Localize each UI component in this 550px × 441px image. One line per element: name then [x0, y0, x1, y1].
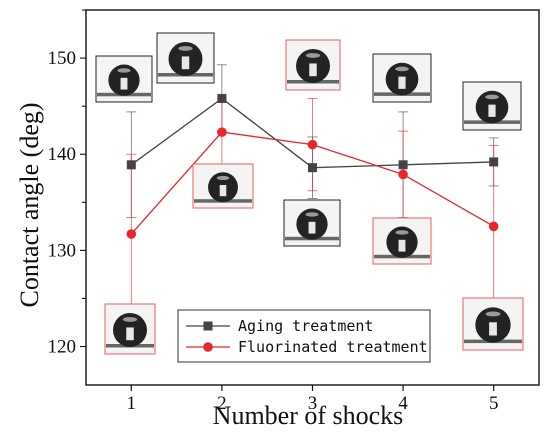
droplet-reflection: [216, 175, 230, 181]
data-point-fluorinated: [398, 169, 408, 180]
droplet-reflection: [395, 230, 409, 235]
x-tick-label: 4: [398, 393, 408, 414]
data-point-fluorinated: [488, 221, 499, 232]
droplet-highlight: [489, 322, 497, 336]
x-tick-label: 5: [489, 393, 499, 414]
droplet-reflection: [305, 53, 321, 58]
legend-label-aging: Aging treatment: [238, 317, 373, 335]
droplet-highlight: [126, 327, 134, 341]
droplet-highlight: [309, 63, 317, 77]
droplet-highlight: [219, 184, 227, 197]
legend-box: [177, 309, 431, 363]
droplet-photo-inset: [372, 53, 432, 103]
legend-marker-aging: [203, 321, 213, 331]
droplet-photo-inset: [285, 39, 341, 91]
y-tick-label: 150: [48, 48, 77, 69]
droplet-reflection: [178, 46, 193, 51]
axis-ticks: 1 2 3 4 5 120 130 140 150: [48, 9, 499, 414]
droplet-photo-inset: [372, 217, 432, 265]
legend-label-fluorinated: Fluorinated treatment: [238, 338, 428, 356]
droplet-reflection: [117, 68, 131, 73]
droplet-reflection: [485, 311, 501, 317]
droplet-photos: [95, 32, 524, 355]
x-tick-label: 2: [217, 393, 227, 414]
droplet-reflection: [122, 317, 138, 322]
droplet-reflection: [395, 66, 409, 72]
droplet-photo-inset: [104, 303, 156, 355]
y-axis-title: Contact angle (deg): [15, 102, 44, 307]
data-point-fluorinated: [126, 229, 137, 239]
data-point-aging: [126, 160, 136, 170]
droplet-reflection: [485, 94, 499, 100]
data-point-aging: [398, 160, 408, 170]
droplet-highlight: [308, 221, 316, 234]
data-point-fluorinated: [307, 139, 318, 150]
droplet-highlight: [398, 239, 406, 252]
legend: Aging treatment Fluorinated treatment: [177, 309, 431, 363]
y-tick-label: 140: [48, 144, 77, 165]
droplet-highlight: [181, 56, 190, 70]
data-point-aging: [308, 163, 317, 173]
x-axis-title: Number of shocks: [213, 401, 404, 430]
plot-layer: [126, 64, 499, 315]
y-tick-label: 130: [48, 240, 77, 261]
droplet-photo-inset: [95, 55, 153, 103]
x-tick-label: 1: [127, 393, 137, 414]
data-point-aging: [217, 93, 227, 103]
droplet-reflection: [305, 212, 319, 217]
droplet-photo-inset: [462, 81, 522, 131]
droplet-highlight: [398, 76, 406, 89]
droplet-photo-inset: [462, 297, 524, 351]
droplet-photo-inset: [192, 163, 254, 209]
droplet-highlight: [120, 77, 128, 90]
data-point-aging: [489, 157, 499, 167]
y-tick-label: 120: [48, 337, 77, 358]
data-point-fluorinated: [217, 127, 227, 137]
droplet-photo-inset: [283, 199, 341, 247]
droplet-highlight: [488, 104, 496, 117]
legend-marker-fluorinated: [203, 342, 213, 352]
x-tick-label: 3: [308, 393, 318, 414]
droplet-photo-inset: [156, 32, 215, 84]
